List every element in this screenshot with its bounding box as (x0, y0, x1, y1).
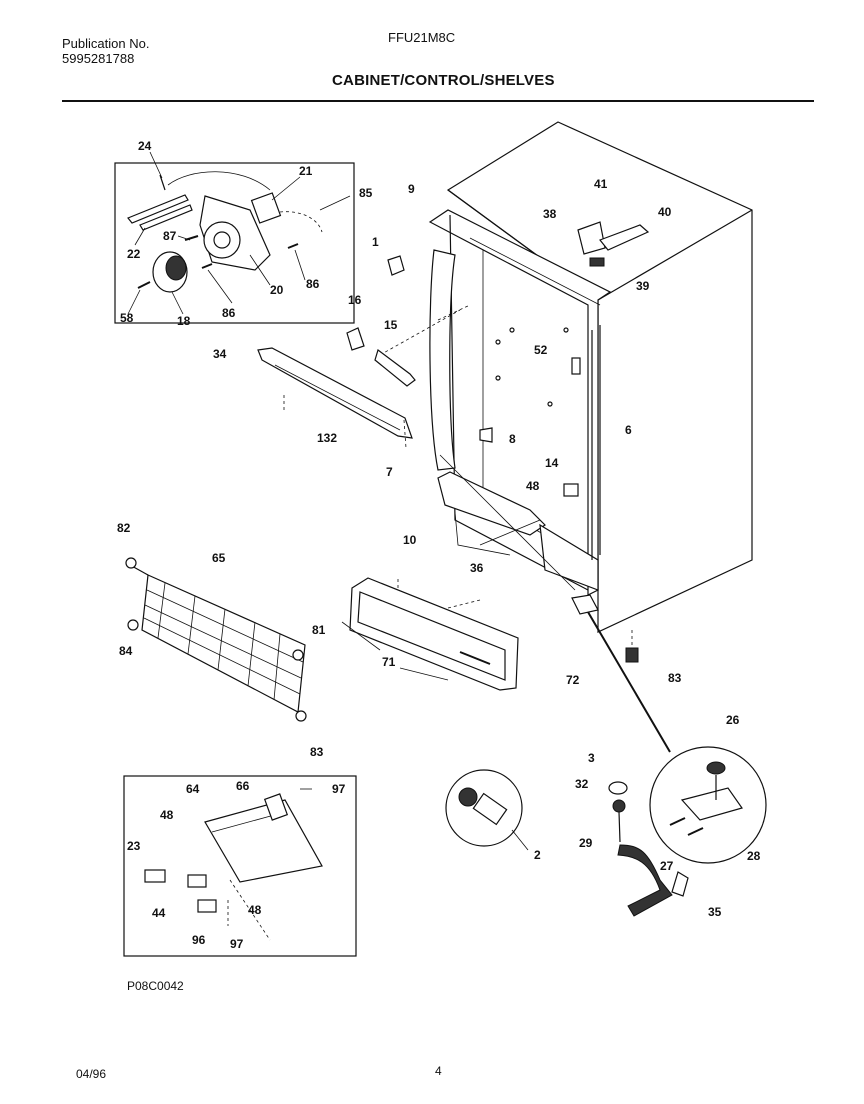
callout-39: 39 (636, 279, 650, 293)
callout-44: 44 (152, 906, 166, 920)
callout-84: 84 (119, 644, 133, 658)
model-number: FFU21M8C (388, 30, 456, 45)
callout-52: 52 (534, 343, 548, 357)
publication-label: Publication No. (62, 36, 150, 51)
section-title: CABINET/CONTROL/SHELVES (332, 72, 555, 89)
callout-97-a: 97 (332, 782, 346, 796)
callout-48-c: 48 (248, 903, 262, 917)
callout-27: 27 (660, 859, 674, 873)
callout-21: 21 (299, 164, 313, 178)
callout-66: 66 (236, 779, 250, 793)
callout-23: 23 (127, 839, 141, 853)
front-panel (341, 576, 519, 691)
callout-labels: 24 21 85 22 87 20 86 58 18 86 1 16 15 34… (117, 139, 761, 951)
callout-24: 24 (138, 139, 152, 153)
callout-34: 34 (213, 347, 227, 361)
callout-32: 32 (575, 777, 589, 791)
hinge-pin-parts (608, 781, 689, 917)
callout-65: 65 (212, 551, 226, 565)
shelf-grille (125, 557, 307, 722)
callout-2: 2 (534, 848, 541, 862)
callout-96: 96 (192, 933, 206, 947)
callout-26: 26 (726, 713, 740, 727)
callout-87: 87 (163, 229, 177, 243)
callout-38: 38 (543, 207, 557, 221)
callout-15: 15 (384, 318, 398, 332)
callout-64: 64 (186, 782, 200, 796)
callout-35: 35 (708, 905, 722, 919)
callout-58: 58 (120, 311, 134, 325)
callout-72: 72 (566, 673, 580, 687)
hinge-detail (587, 611, 767, 864)
callout-1: 1 (372, 235, 379, 249)
callout-16: 16 (348, 293, 362, 307)
callout-9: 9 (408, 182, 415, 196)
callout-6: 6 (625, 423, 632, 437)
detail-2 (445, 769, 529, 851)
callout-82: 82 (117, 521, 131, 535)
callout-36: 36 (470, 561, 484, 575)
callout-8: 8 (509, 432, 516, 446)
callout-10: 10 (403, 533, 417, 547)
callout-83-a: 83 (310, 745, 324, 759)
page-number: 4 (435, 1064, 442, 1078)
callout-7: 7 (386, 465, 393, 479)
callout-29: 29 (579, 836, 593, 850)
callout-14: 14 (545, 456, 559, 470)
drawing-code: P08C0042 (127, 979, 184, 993)
callout-71: 71 (382, 655, 396, 669)
header-rule (62, 100, 814, 102)
callout-48-a: 48 (526, 479, 540, 493)
callout-85: 85 (359, 186, 373, 200)
callout-3: 3 (588, 751, 595, 765)
callout-28: 28 (747, 849, 761, 863)
callout-97-b: 97 (230, 937, 244, 951)
callout-22: 22 (127, 247, 141, 261)
callout-41: 41 (594, 177, 608, 191)
callout-86-a: 86 (306, 277, 320, 291)
callout-48-b: 48 (160, 808, 174, 822)
callout-132: 132 (317, 431, 337, 445)
publication-number: 5995281788 (62, 51, 135, 66)
fan-motor-inset (114, 151, 355, 324)
callout-18: 18 (177, 314, 191, 328)
control-inset (123, 775, 357, 957)
control-parts (257, 255, 416, 449)
footer-date: 04/96 (76, 1067, 107, 1081)
callout-20: 20 (270, 283, 284, 297)
callout-83-b: 83 (668, 671, 682, 685)
callout-81: 81 (312, 623, 326, 637)
callout-86-b: 86 (222, 306, 236, 320)
callout-40: 40 (658, 205, 672, 219)
cabinet-body (379, 121, 753, 663)
